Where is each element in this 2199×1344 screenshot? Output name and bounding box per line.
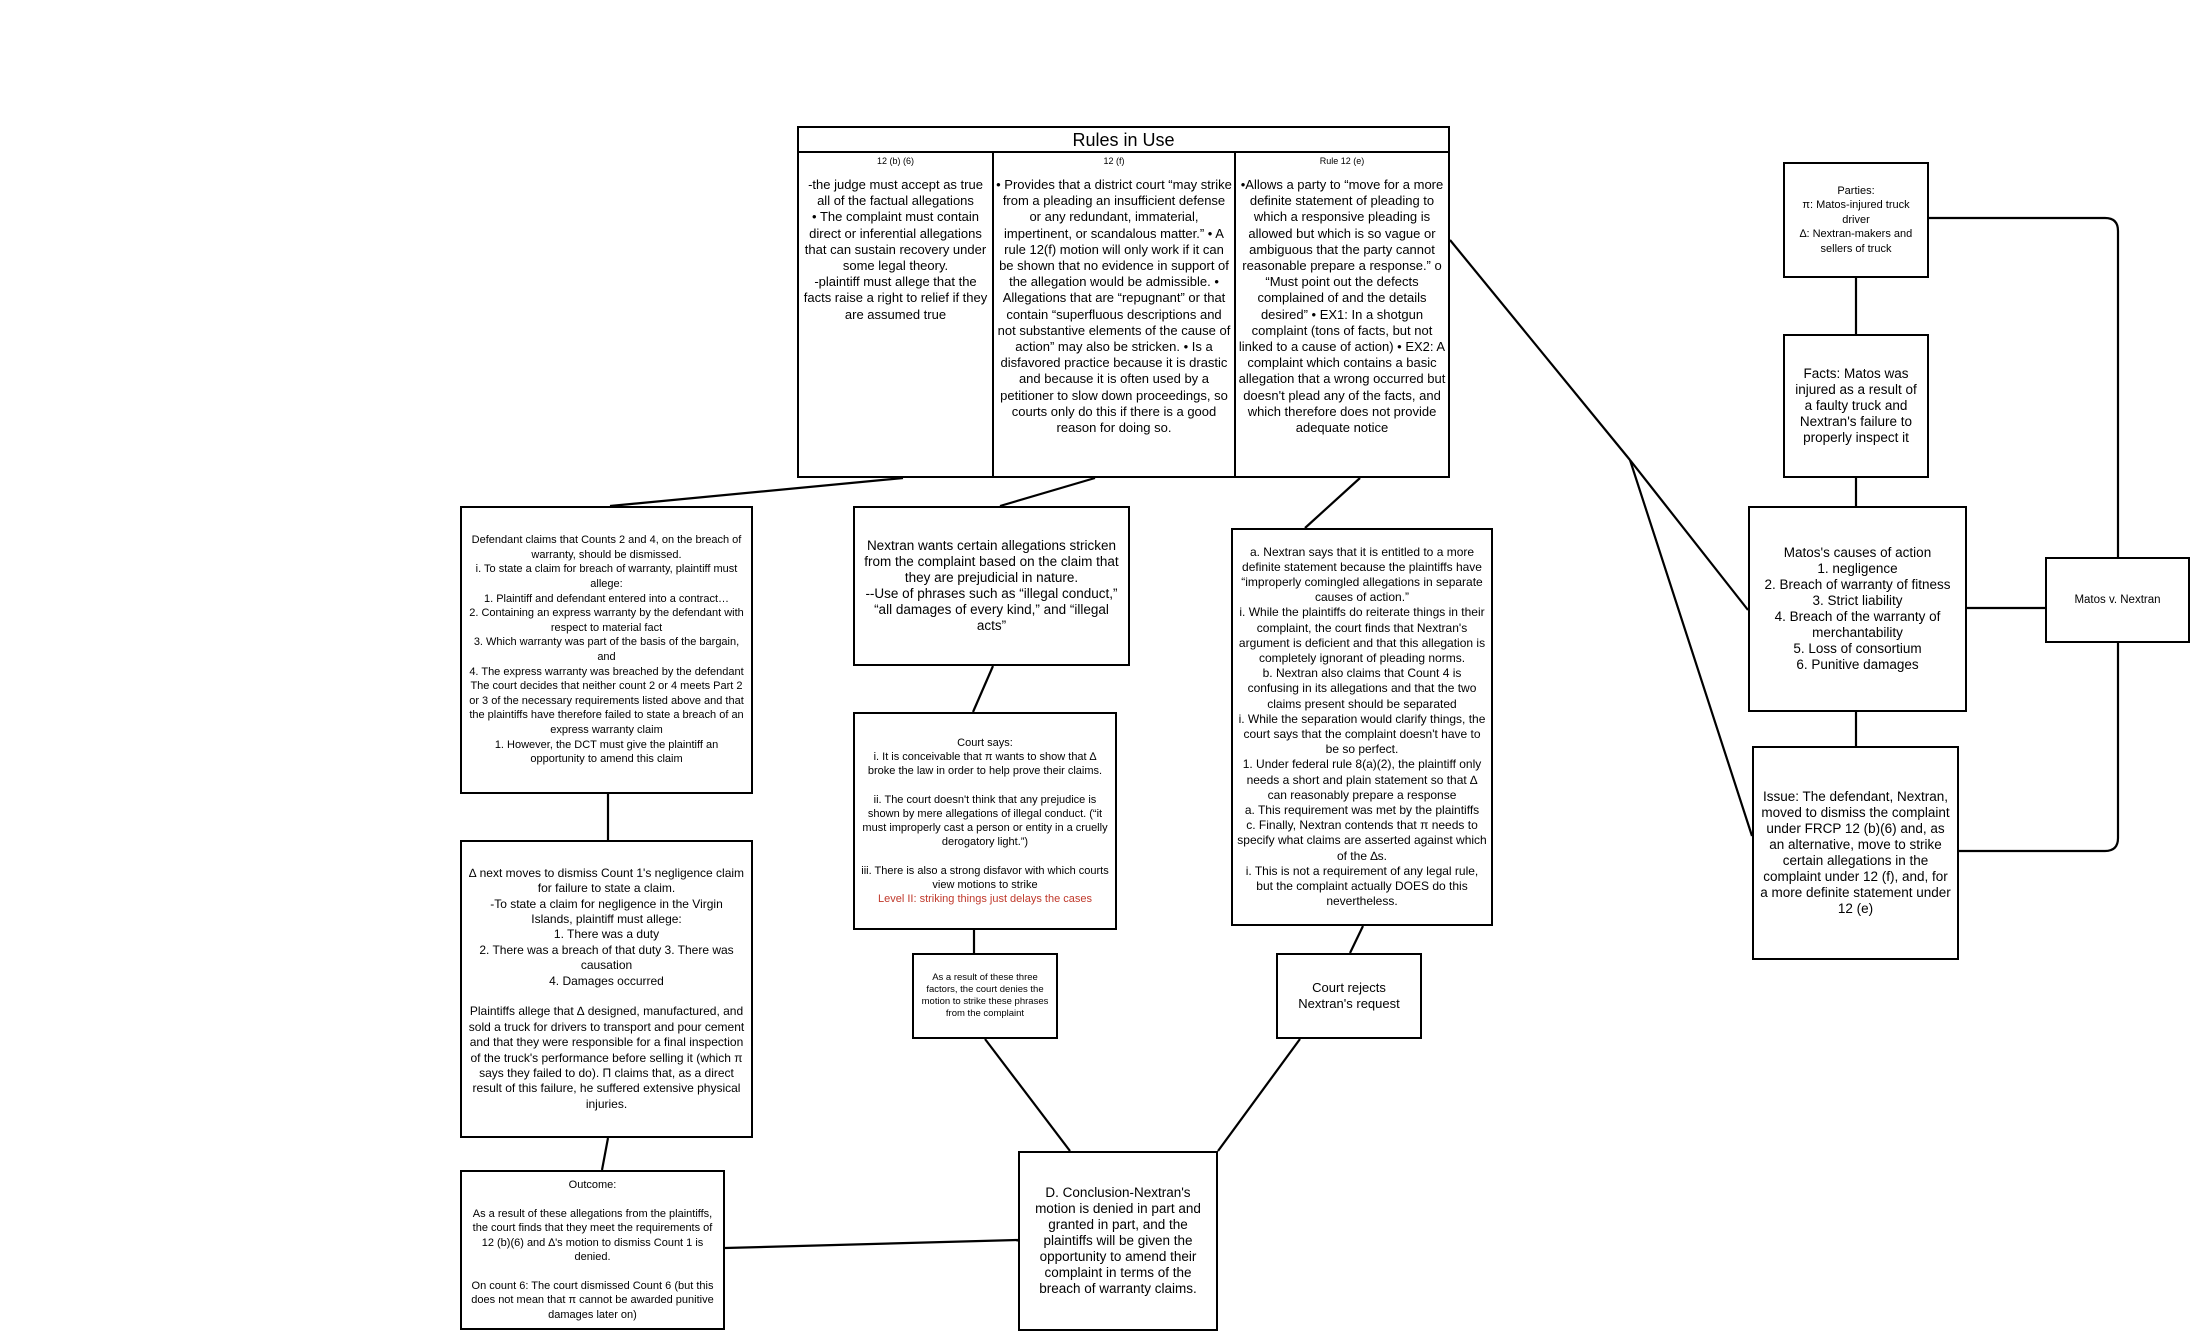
rule-column-12f: 12 (f) • Provides that a district court … <box>992 153 1234 476</box>
connector-rules-causes <box>1449 239 1631 461</box>
rules-in-use-title: Rules in Use <box>799 128 1448 153</box>
connector-outcome-conclusion <box>724 1238 1019 1250</box>
connector-definite-rejects <box>1349 925 1364 954</box>
issue-text: Issue: The defendant, Nextran, moved to … <box>1760 789 1951 916</box>
rule-heading-12b6: 12 (b) (6) <box>876 156 914 166</box>
rule-text-12f: • Provides that a district court “may st… <box>996 177 1232 436</box>
rule-heading-12e: Rule 12 (e) <box>1319 156 1365 166</box>
connector-parties-case-issue <box>1929 216 2120 853</box>
rule-heading-12f: 12 (f) <box>1103 156 1125 166</box>
definite-statement-text: a. Nextran says that it is entitled to a… <box>1237 544 1487 909</box>
rule-text-12b6: -the judge must accept as true all of th… <box>803 177 988 322</box>
strike-request-text: Nextran wants certain allegations strick… <box>864 538 1119 633</box>
court-rejects-box: Court rejects Nextran's request <box>1276 953 1422 1039</box>
warranty-claim-text: Defendant claims that Counts 2 and 4, on… <box>469 534 744 766</box>
outcome-box: Outcome: As a result of these allegation… <box>460 1170 725 1330</box>
strike-result-text: As a result of these three factors, the … <box>921 972 1049 1019</box>
definite-statement-box: a. Nextran says that it is entitled to a… <box>1231 528 1493 926</box>
connector-rules-warranty <box>609 476 904 508</box>
connector-result-conclusion <box>984 1038 1071 1152</box>
court-says-text: Court says: i. It is conceivable that π … <box>861 736 1109 891</box>
negligence-text: ∆ next moves to dismiss Count 1's neglig… <box>468 865 745 1111</box>
connector-strike-court <box>971 665 995 713</box>
connector-causes-issue <box>1628 459 1754 837</box>
warranty-claim-box: Defendant claims that Counts 2 and 4, on… <box>460 506 753 794</box>
rule-column-12b6: 12 (b) (6) -the judge must accept as tru… <box>799 153 992 476</box>
causes-of-action-text: Matos's causes of action 1. negligence 2… <box>1764 545 1951 672</box>
connector-rejects-conclusion <box>1217 1038 1301 1152</box>
court-says-box: Court says: i. It is conceivable that π … <box>853 712 1117 930</box>
rule-text-12e: •Allows a party to “move for a more defi… <box>1238 177 1446 436</box>
connector-rules-strike <box>999 476 1096 508</box>
negligence-box: ∆ next moves to dismiss Count 1's neglig… <box>460 840 753 1138</box>
outcome-text: Outcome: As a result of these allegation… <box>471 1178 714 1321</box>
facts-text: Facts: Matos was injured as a result of … <box>1795 366 1917 445</box>
connector-negligence-outcome <box>600 1137 610 1171</box>
strike-result-box: As a result of these three factors, the … <box>912 953 1058 1039</box>
case-name-box: Matos v. Nextran <box>2045 557 2190 643</box>
parties-box: Parties: π: Matos-injured truck driver ∆… <box>1783 162 1929 278</box>
rules-in-use-table: Rules in Use 12 (b) (6) -the judge must … <box>797 126 1450 478</box>
strike-request-box: Nextran wants certain allegations strick… <box>853 506 1130 666</box>
issue-box: Issue: The defendant, Nextran, moved to … <box>1752 746 1959 960</box>
conclusion-text: D. Conclusion-Nextran's motion is denied… <box>1035 1185 1201 1296</box>
rule-column-12e: Rule 12 (e) •Allows a party to “move for… <box>1234 153 1448 476</box>
connector-causes-left <box>1629 459 1749 611</box>
parties-text: Parties: π: Matos-injured truck driver ∆… <box>1799 184 1913 255</box>
connector-rules-definite <box>1304 477 1361 529</box>
court-says-highlight: Level II: striking things just delays th… <box>878 893 1092 906</box>
conclusion-box: D. Conclusion-Nextran's motion is denied… <box>1018 1151 1218 1331</box>
causes-of-action-box: Matos's causes of action 1. negligence 2… <box>1748 506 1967 712</box>
case-name-text: Matos v. Nextran <box>2074 593 2161 606</box>
court-rejects-text: Court rejects Nextran's request <box>1298 980 1400 1011</box>
facts-box: Facts: Matos was injured as a result of … <box>1783 334 1929 478</box>
